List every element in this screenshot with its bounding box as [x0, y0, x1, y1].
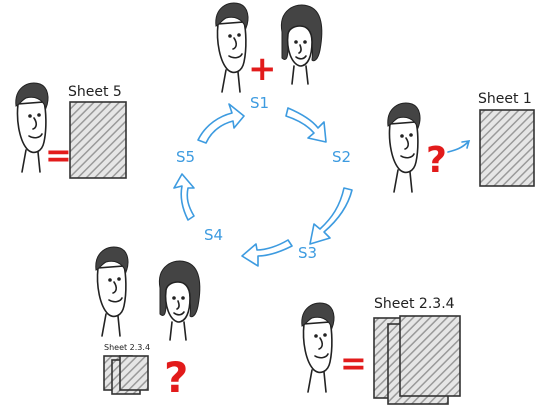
- stage-label-s3: S3: [298, 244, 317, 262]
- person-man-right: [388, 103, 420, 192]
- person-woman-bottom-left: [159, 261, 199, 340]
- person-man-bottom-left: [96, 247, 128, 336]
- equals-symbol-left: =: [45, 136, 72, 174]
- sheet1-label: Sheet 1: [478, 91, 532, 107]
- arrow-s5-s1: [198, 104, 244, 143]
- arrow-s2-s3: [310, 188, 352, 244]
- stage-label-s4: S4: [204, 226, 223, 244]
- sheet1: [480, 110, 534, 186]
- stage-label-s2: S2: [332, 148, 351, 166]
- question-symbol-right: ?: [426, 140, 447, 181]
- arrow-to-sheet1: [448, 141, 469, 152]
- arrow-s4-s5: [174, 174, 194, 220]
- sheet234-small-label: Sheet 2.3.4: [104, 343, 150, 352]
- sheet234-large-label: Sheet 2.3.4: [374, 296, 455, 312]
- sheet5-label: Sheet 5: [68, 84, 122, 100]
- sheet5: [70, 102, 126, 178]
- arrow-s3-s4: [242, 240, 292, 266]
- person-man-top: [216, 3, 248, 92]
- equals-symbol-bottom: =: [340, 344, 367, 382]
- person-man-left: [16, 83, 48, 172]
- person-man-bottom-right: [302, 303, 334, 392]
- arrow-s1-s2: [286, 108, 326, 142]
- stage-label-s1: S1: [250, 94, 269, 112]
- sheet234-small: [104, 356, 148, 394]
- stage-label-s5: S5: [176, 148, 195, 166]
- sheet234-large: [374, 316, 460, 404]
- cycle-arrows: [174, 104, 352, 266]
- plus-symbol: +: [248, 49, 277, 89]
- question-symbol-bottom: ?: [164, 353, 188, 402]
- person-woman-top: [281, 5, 321, 84]
